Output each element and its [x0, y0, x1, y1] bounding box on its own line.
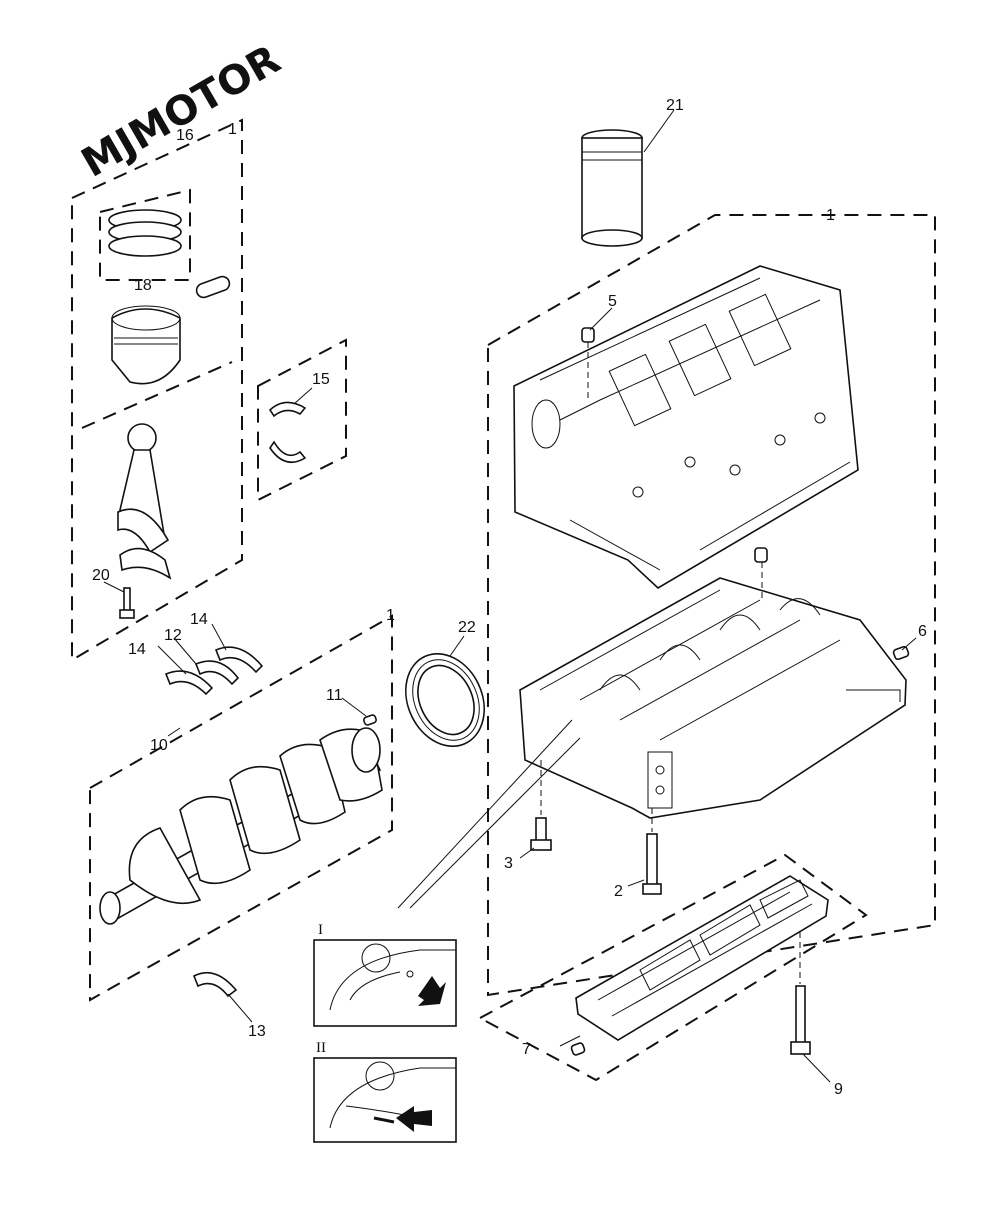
- callouts: 21 1 5 6 3 2 7 9 22 1 11 10 13 12 14 14 …: [92, 97, 927, 1098]
- piston-group-divider: [81, 361, 233, 429]
- callout-18: 18: [134, 277, 152, 294]
- crankshaft: [99, 727, 383, 925]
- thrust-bearing-13: [192, 971, 238, 998]
- bedplate-dowel: [754, 547, 768, 563]
- piston-pin: [195, 275, 231, 299]
- rear-oil-seal: [405, 652, 485, 748]
- callout-13: 13: [248, 1023, 266, 1040]
- arrow-marker-2: [396, 1106, 432, 1132]
- callout-2: 2: [614, 883, 623, 900]
- callout-12: 12: [164, 627, 182, 644]
- callout-3: 3: [504, 855, 513, 872]
- bolt-9: [790, 932, 811, 1055]
- leader-lines: [103, 109, 917, 1083]
- callout-14-a: 14: [128, 641, 146, 658]
- callout-11: 11: [326, 687, 343, 704]
- callout-10: 10: [150, 737, 168, 754]
- piston: [111, 305, 181, 385]
- callout-1-piston: 1: [228, 121, 237, 138]
- block-dashed-outline: [487, 214, 936, 997]
- main-bearing-shells: [164, 646, 264, 998]
- callout-22: 22: [458, 619, 476, 636]
- bearing-15-dashed-box: [257, 338, 347, 502]
- crankshaft-group: [89, 614, 393, 1002]
- callout-7: 7: [522, 1041, 531, 1058]
- bolt-3: [530, 760, 552, 851]
- callout-9: 9: [834, 1081, 843, 1098]
- callout-1-crank: 1: [386, 607, 395, 624]
- detail-view-1: [313, 939, 457, 1027]
- connecting-rod: [117, 423, 172, 580]
- callout-16: 16: [176, 127, 194, 144]
- callout-6: 6: [918, 623, 927, 640]
- block-group: [397, 214, 936, 1082]
- callout-21: 21: [666, 97, 684, 114]
- dowel-5: [581, 327, 595, 343]
- conrod-bearing-group: [257, 338, 347, 502]
- detail-view-2: [313, 1057, 457, 1143]
- piston-group-dashed-outline: [71, 118, 243, 662]
- plug-6: [892, 645, 910, 661]
- callout-1-block: 1: [826, 207, 835, 224]
- callout-15: 15: [312, 371, 330, 388]
- callout-5: 5: [608, 293, 617, 310]
- detail-label-ii: II: [316, 1040, 326, 1056]
- callout-20: 20: [92, 567, 110, 584]
- rod-bolt: [119, 587, 135, 619]
- arrow-marker-1: [418, 976, 446, 1006]
- bolt-2: [642, 808, 662, 895]
- callout-14-b: 14: [190, 611, 208, 628]
- ladder-frame: [477, 853, 868, 1082]
- crankshaft-dashed-outline: [89, 614, 393, 1002]
- cylinder-liner: [581, 129, 643, 247]
- piston-group: [71, 118, 243, 662]
- detail-label-i: I: [318, 922, 323, 938]
- watermark-mjmotor: MJMOTOR: [74, 37, 288, 187]
- crank-dowel-pin: [363, 714, 377, 726]
- plug-7: [570, 1042, 586, 1056]
- cylinder-block-upper: [513, 265, 859, 589]
- ladder-dashed-box: [477, 853, 868, 1082]
- cylinder-block-lower: [519, 577, 907, 819]
- piston-rings: [108, 209, 182, 257]
